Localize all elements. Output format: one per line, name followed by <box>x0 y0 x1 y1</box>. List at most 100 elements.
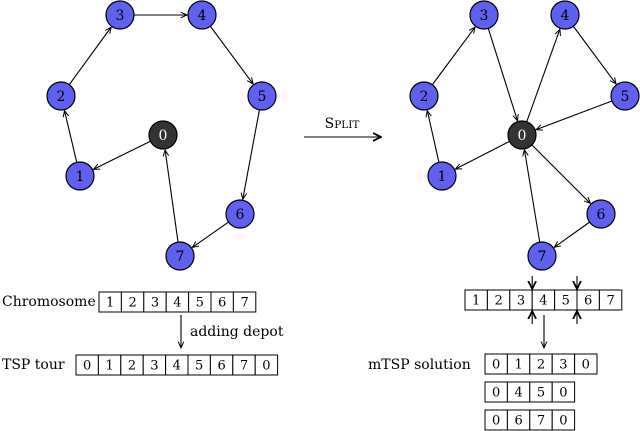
tsp-node-2-label: 2 <box>57 89 66 105</box>
chromosome-cell-value: 7 <box>240 296 248 311</box>
mtsp-route-cell: 0 <box>484 409 508 431</box>
tsp-tour-cell-value: 6 <box>217 359 225 374</box>
mtsp-route-cell-value: 0 <box>582 358 590 373</box>
mtsp-node-4-circle <box>550 0 580 30</box>
tsp-node-3-circle <box>105 0 135 30</box>
tsp-edge-1-2 <box>64 111 78 163</box>
tsp-edge-6-7 <box>192 221 229 247</box>
tsp-node-4: 4 <box>187 0 217 30</box>
mtsp-route-cell-value: 6 <box>514 414 522 429</box>
tsp-tour-cell: 4 <box>165 354 189 376</box>
mtsp-node-1-label: 1 <box>438 169 447 185</box>
tsp-node-6-circle <box>225 199 255 229</box>
mtsp-node-1-circle <box>427 161 457 191</box>
mtsp-edge-2-3 <box>431 27 475 86</box>
tsp-tour-cell: 7 <box>232 354 256 376</box>
chromosome-cell: 6 <box>210 291 234 313</box>
chromosome-cell: 7 <box>232 291 257 313</box>
tsp-tour-cell-value: 4 <box>173 359 181 374</box>
mtsp-node-6-circle <box>586 199 616 229</box>
mtsp-route-cell-value: 7 <box>537 414 545 429</box>
tsp-tour-cell: 5 <box>187 354 211 376</box>
mtsp-node-3: 3 <box>469 0 499 30</box>
split-chromosome-cell: 5 <box>554 289 578 311</box>
tsp-graph: 0 1 2 3 4 5 6 7 <box>46 0 277 271</box>
mtsp-route-cell: 0 <box>551 409 576 431</box>
tsp-node-2: 2 <box>46 81 76 111</box>
tsp-node-6-label: 6 <box>236 207 245 223</box>
mtsp-edge-4-5 <box>572 25 616 84</box>
tsp-tour-cell: 0 <box>254 354 279 376</box>
mtsp-solution-label: mTSP solution <box>368 357 471 373</box>
tsp-node-1: 1 <box>65 161 95 191</box>
mtsp-node-4-label: 4 <box>561 8 570 24</box>
tsp-graph-edges <box>64 15 260 247</box>
mtsp-route-cell: 3 <box>551 353 576 375</box>
split-chromosome-cell-value: 2 <box>494 294 502 309</box>
tsp-node-5-circle <box>247 81 277 111</box>
tsp-edge-5-6 <box>243 109 260 199</box>
mtsp-node-6: 6 <box>586 199 616 229</box>
tsp-graph-nodes: 0 1 2 3 4 5 6 7 <box>46 0 277 271</box>
mtsp-node-2-label: 2 <box>420 89 429 105</box>
tsp-node-5-label: 5 <box>258 89 267 105</box>
mtsp-graph-edges <box>427 25 616 247</box>
chromosome-cell-value: 4 <box>173 296 181 311</box>
mtsp-route-cell-value: 0 <box>492 414 500 429</box>
mtsp-node-3-label: 3 <box>480 8 489 24</box>
tsp-node-4-circle <box>187 0 217 30</box>
tsp-tour-cell: 3 <box>142 354 167 376</box>
split-chromosome-cell: 1 <box>464 289 488 311</box>
tsp-tour-cell: 0 <box>75 354 99 376</box>
tsp-edge-7-0 <box>165 150 179 243</box>
split-operator: SPLIT <box>304 116 380 137</box>
mtsp-node-7-circle <box>527 241 557 271</box>
split-chromosome-cell-value: 7 <box>606 294 614 309</box>
tsp-tour-cell-value: 2 <box>128 359 136 374</box>
mtsp-route-cell-value: 0 <box>492 386 500 401</box>
tsp-edge-4-5 <box>209 25 253 84</box>
mtsp-node-1: 1 <box>427 161 457 191</box>
chromosome-cell-value: 6 <box>218 296 226 311</box>
mtsp-node-7: 7 <box>527 241 557 271</box>
mtsp-node-2: 2 <box>409 81 439 111</box>
tsp-node-1-label: 1 <box>76 169 85 185</box>
chromosome-cell: 3 <box>143 291 167 313</box>
tsp-node-3: 3 <box>105 0 135 30</box>
split-chromosome-cell-value: 1 <box>472 294 480 309</box>
mtsp-node-0-circle <box>507 120 537 150</box>
tsp-tour-cell: 2 <box>120 354 144 376</box>
tsp-node-0: 0 <box>148 120 178 150</box>
mtsp-edge-0-4 <box>526 29 560 123</box>
tsp-tour-label: TSP tour <box>2 357 65 373</box>
mtsp-node-0-label: 0 <box>518 128 527 144</box>
mtsp-route-cell: 5 <box>529 381 553 403</box>
tsp-tour-cell: 1 <box>97 354 122 376</box>
tsp-node-7-label: 7 <box>176 249 185 265</box>
chromosome-cell: 2 <box>120 291 145 313</box>
mtsp-node-6-label: 6 <box>597 207 606 223</box>
tsp-node-5: 5 <box>247 81 277 111</box>
mtsp-route-cell: 0 <box>551 381 576 403</box>
tsp-node-0-label: 0 <box>159 128 168 144</box>
mtsp-route-cell-value: 1 <box>514 358 522 373</box>
adding-depot-step: adding depot <box>181 315 284 348</box>
tsp-tour-cell-value: 3 <box>150 359 158 374</box>
chromosome-cell-box <box>232 291 257 313</box>
tsp-node-2-circle <box>46 81 76 111</box>
chromosome-cell: 1 <box>98 291 122 313</box>
mtsp-route-cell-value: 2 <box>537 358 545 373</box>
mtsp-route-cell-box <box>551 409 576 431</box>
chromosome-cell-value: 2 <box>128 296 136 311</box>
mtsp-edge-0-1 <box>455 140 510 169</box>
mtsp-node-0: 0 <box>507 120 537 150</box>
tsp-node-4-label: 4 <box>198 8 207 24</box>
